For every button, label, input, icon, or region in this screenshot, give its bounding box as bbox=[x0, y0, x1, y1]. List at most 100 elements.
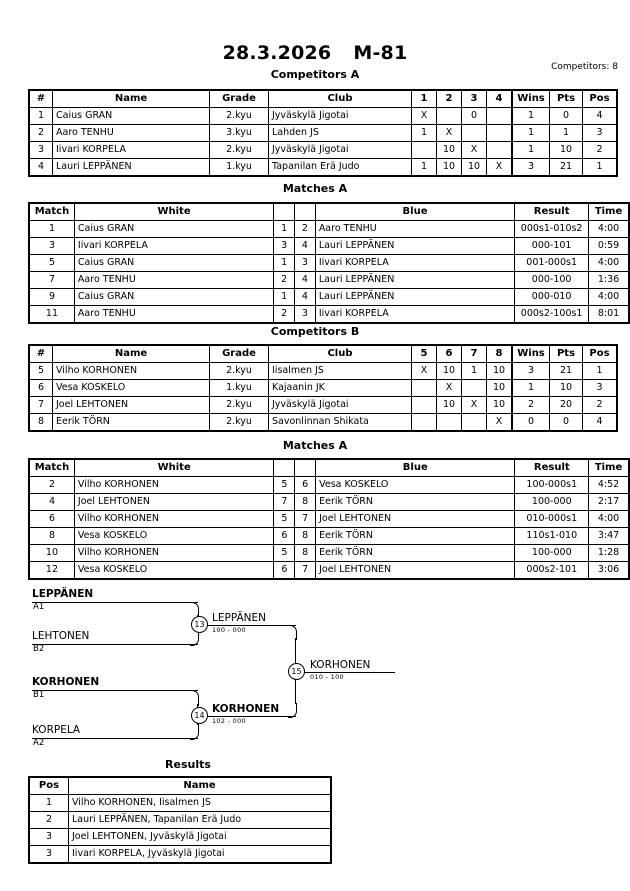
cell-pos: 3 bbox=[582, 379, 618, 397]
cell-blue-number: 3 bbox=[294, 254, 316, 272]
cell-result: 110s1-010 bbox=[514, 527, 590, 545]
competitors-a-table: # Name Grade Club 1 2 3 4 Wins Pts Pos 1… bbox=[28, 89, 618, 177]
cell-result-7: X bbox=[461, 396, 487, 414]
cell-white-number: 1 bbox=[273, 254, 295, 272]
bracket-entry-name-top2: LEHTONEN bbox=[32, 630, 90, 642]
cell-grade: 1.kyu bbox=[209, 379, 269, 397]
cell-number: 2 bbox=[28, 124, 53, 142]
cell-result-name: Iivari KORPELA, Jyväskylä Jigotai bbox=[68, 845, 332, 864]
bracket-entry-seed-bot1: B1 bbox=[33, 690, 45, 700]
cell-pos: 2 bbox=[582, 141, 618, 159]
cell-blue-number: 8 bbox=[294, 544, 317, 562]
cell-name: Vesa KOSKELO bbox=[52, 379, 210, 397]
cell-result-1: 1 bbox=[411, 124, 437, 142]
cell-white-name: Joel LEHTONEN bbox=[73, 493, 275, 511]
col-header-opp-8: 8 bbox=[486, 344, 513, 363]
cell-result: 000s2-101 bbox=[514, 561, 590, 580]
cell-pos: 1 bbox=[582, 158, 618, 177]
cell-white-number: 6 bbox=[273, 527, 296, 545]
table-row: 12 Vesa KOSKELO 6 7 Joel LEHTONEN 000s2-… bbox=[28, 561, 630, 580]
cell-time: 0:59 bbox=[588, 237, 630, 255]
table-row: 11 Aaro TENHU 2 3 Iivari KORPELA 000s2-1… bbox=[28, 305, 630, 324]
event-date: 28.3.2026 bbox=[222, 42, 332, 64]
table-row: 2 Aaro TENHU 3.kyu Lahden JS 1 X 1 1 3 bbox=[28, 124, 618, 142]
cell-number: 1 bbox=[28, 107, 53, 125]
cell-white-name: Vilho KORHONEN bbox=[73, 544, 275, 562]
cell-pos: 3 bbox=[582, 124, 618, 142]
cell-club: Savonlinnan Shikata bbox=[268, 413, 412, 432]
cell-white-number: 2 bbox=[273, 271, 295, 289]
table-row: 9 Caius GRAN 1 4 Lauri LEPPÄNEN 000-010 … bbox=[28, 288, 630, 306]
col-header-pos: Pos bbox=[582, 344, 618, 363]
table-header-row: # Name Grade Club 5 6 7 8 Wins Pts Pos bbox=[28, 344, 618, 363]
cell-white-number: 1 bbox=[273, 220, 295, 238]
cell-result-pos: 3 bbox=[28, 845, 69, 864]
cell-match-number: 9 bbox=[28, 288, 75, 306]
col-header-white-number bbox=[273, 458, 296, 477]
cell-match-number: 7 bbox=[28, 271, 75, 289]
cell-time: 4:52 bbox=[588, 476, 630, 494]
cell-white-name: Aaro TENHU bbox=[73, 305, 275, 324]
cell-result-4 bbox=[486, 141, 513, 159]
table-row: 2 Vilho KORHONEN 5 6 Vesa KOSKELO 100-00… bbox=[28, 476, 630, 494]
cell-club: Jyväskylä Jigotai bbox=[268, 107, 412, 125]
table-row: 5 Caius GRAN 1 3 Iivari KORPELA 001-000s… bbox=[28, 254, 630, 272]
cell-blue-name: Eerik TÖRN bbox=[315, 527, 516, 545]
cell-white-number: 3 bbox=[273, 237, 295, 255]
cell-wins: 3 bbox=[511, 362, 550, 380]
bracket-entry-seed-top2: B2 bbox=[33, 644, 45, 654]
table-row: 10 Vilho KORHONEN 5 8 Eerik TÖRN 100-000… bbox=[28, 544, 630, 562]
bracket-line-top1 bbox=[32, 602, 198, 603]
col-header-result-pos: Pos bbox=[28, 776, 69, 795]
col-header-grade: Grade bbox=[209, 89, 269, 108]
cell-result-2: 10 bbox=[436, 158, 462, 177]
cell-result-name: Joel LEHTONEN, Jyväskylä Jigotai bbox=[68, 828, 332, 846]
cell-blue-number: 8 bbox=[294, 493, 317, 511]
cell-time: 4:00 bbox=[588, 220, 630, 238]
cell-match-number: 6 bbox=[28, 510, 75, 528]
section-heading-results: Results bbox=[165, 758, 211, 771]
col-header-pts: Pts bbox=[549, 89, 583, 108]
cell-time: 4:00 bbox=[588, 254, 630, 272]
cell-blue-number: 6 bbox=[294, 476, 317, 494]
cell-white-number: 6 bbox=[273, 561, 296, 580]
table-row: 1 Caius GRAN 1 2 Aaro TENHU 000s1-010s2 … bbox=[28, 220, 630, 238]
cell-name: Caius GRAN bbox=[52, 107, 210, 125]
cell-grade: 2.kyu bbox=[209, 141, 269, 159]
cell-result-7: 1 bbox=[461, 362, 487, 380]
col-header-club: Club bbox=[268, 89, 412, 108]
bracket-entry-name-bot1: KORHONEN bbox=[32, 676, 100, 688]
col-header-match: Match bbox=[28, 202, 75, 221]
cell-match-number: 10 bbox=[28, 544, 75, 562]
cell-match-number: 5 bbox=[28, 254, 75, 272]
cell-result-7 bbox=[461, 379, 487, 397]
bracket-match-number-15: 15 bbox=[288, 663, 305, 680]
cell-result-5 bbox=[411, 396, 437, 414]
cell-result-7 bbox=[461, 413, 487, 432]
col-header-result: Result bbox=[514, 458, 590, 477]
table-row: 1 Vilho KORHONEN, Iisalmen JS bbox=[28, 794, 332, 812]
cell-pts: 20 bbox=[549, 396, 583, 414]
col-header-opp-3: 3 bbox=[461, 89, 487, 108]
cell-blue-number: 3 bbox=[294, 305, 316, 324]
bracket-hook-top1 bbox=[190, 602, 199, 617]
cell-result: 100-000 bbox=[514, 544, 590, 562]
cell-result-1 bbox=[411, 141, 437, 159]
table-row: 6 Vilho KORHONEN 5 7 Joel LEHTONEN 010-0… bbox=[28, 510, 630, 528]
cell-white-number: 5 bbox=[273, 510, 296, 528]
cell-blue-name: Iivari KORPELA bbox=[314, 305, 516, 324]
cell-blue-name: Joel LEHTONEN bbox=[315, 510, 516, 528]
cell-white-name: Vilho KORHONEN bbox=[73, 476, 275, 494]
cell-blue-name: Vesa KOSKELO bbox=[315, 476, 516, 494]
cell-white-number: 5 bbox=[273, 544, 296, 562]
cell-result-pos: 3 bbox=[28, 828, 69, 846]
cell-blue-name: Joel LEHTONEN bbox=[315, 561, 516, 580]
cell-white-name: Vesa KOSKELO bbox=[73, 561, 275, 580]
cell-blue-name: Iivari KORPELA bbox=[314, 254, 516, 272]
bracket-line-semi-top bbox=[206, 625, 296, 626]
bracket-hook-final-top bbox=[288, 625, 297, 640]
cell-match-number: 8 bbox=[28, 527, 75, 545]
col-header-white: White bbox=[73, 202, 275, 221]
cell-result-8: 10 bbox=[486, 362, 513, 380]
cell-name: Eerik TÖRN bbox=[52, 413, 210, 432]
